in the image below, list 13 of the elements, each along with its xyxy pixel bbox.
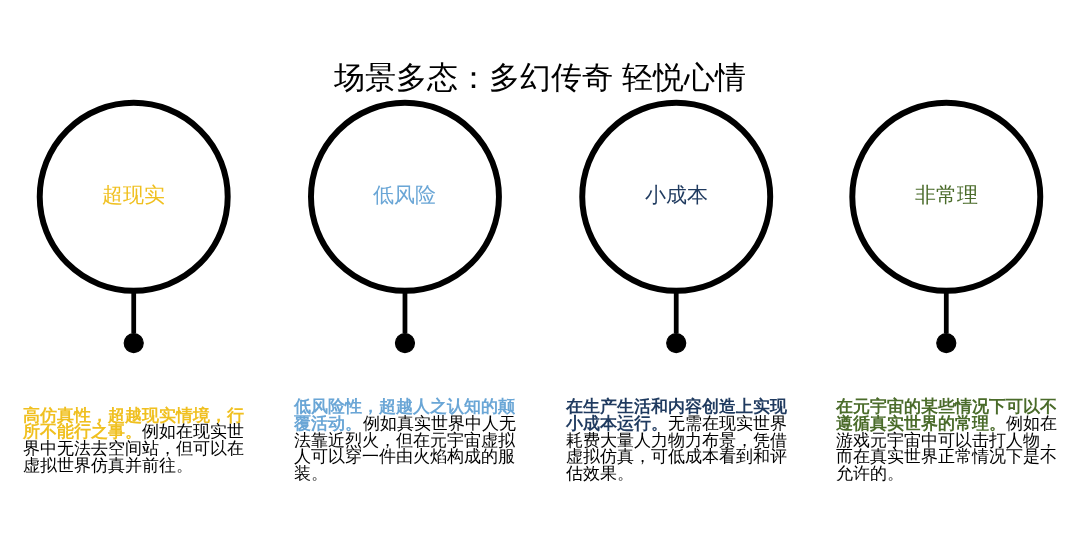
connector bbox=[402, 291, 408, 334]
node-circle: 超现实 bbox=[36, 99, 231, 294]
node-circle: 低风险 bbox=[308, 99, 502, 294]
node-circle bbox=[123, 333, 144, 354]
diagram-title: 场景多态：多幻传奇 轻悦心情 bbox=[333, 59, 747, 96]
node-circle bbox=[936, 333, 957, 354]
node-circle bbox=[666, 333, 687, 354]
node-circle: 小成本 bbox=[579, 99, 774, 294]
node-circle: 非常理 bbox=[849, 99, 1044, 294]
connector bbox=[131, 291, 137, 334]
connector bbox=[673, 291, 679, 334]
node-circle bbox=[394, 333, 416, 354]
connector bbox=[943, 291, 949, 334]
